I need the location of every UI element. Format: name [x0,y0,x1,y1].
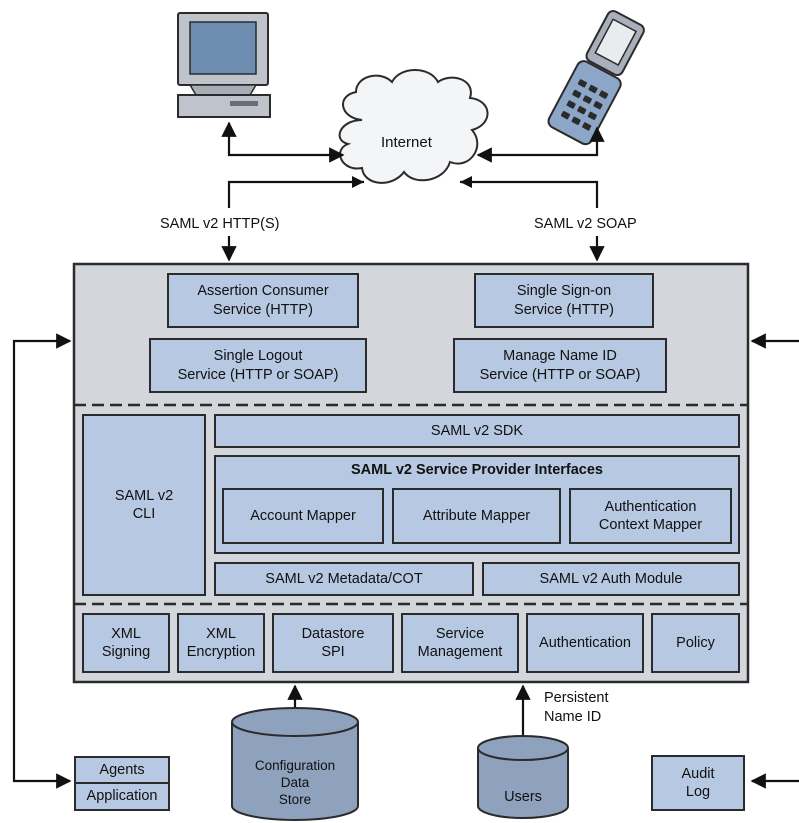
single-logout-service: Single Logout Service (HTTP or SOAP) [149,338,367,393]
service-management-box: Service Management [401,613,519,673]
audit-log-box: Audit Log [651,755,745,811]
account-mapper-box: Account Mapper [222,488,384,544]
policy-box: Policy [651,613,740,673]
users-label: Users [504,789,542,805]
cloud-entry-arrow-left [352,176,364,188]
http-link-arrow [227,180,364,208]
cloud-icon [338,69,489,184]
spi-title: SAML v2 Service Provider Interfaces [351,462,603,478]
soap-protocol-label: SAML v2 SOAP [534,216,637,232]
internet-label: Internet [381,134,432,151]
agents-link-arrow [12,333,72,789]
agents-box: Agents [74,756,170,784]
authentication-box: Authentication [526,613,644,673]
assertion-consumer-service: Assertion Consumer Service (HTTP) [167,273,359,328]
config-database-icon [231,707,359,821]
attribute-mapper-box: Attribute Mapper [392,488,561,544]
auth-module-box: SAML v2 Auth Module [482,562,740,596]
xml-signing-box: XML Signing [82,613,170,673]
application-box: Application [74,782,170,811]
soap-link-arrow [460,180,599,208]
manage-name-id-service: Manage Name ID Service (HTTP or SOAP) [453,338,667,393]
single-sign-on-service: Single Sign-on Service (HTTP) [474,273,654,328]
saml-sdk-box: SAML v2 SDK [214,414,740,448]
datastore-spi-box: Datastore SPI [272,613,394,673]
metadata-cot-box: SAML v2 Metadata/COT [214,562,474,596]
config-store-label: Configuration Data Store [254,758,336,807]
cloud-entry-arrow-right [460,176,472,188]
persistent-name-id-label: Persistent Name ID [544,690,609,725]
computer-icon [177,12,271,118]
cell-phone-icon [547,10,645,146]
users-database-icon [477,735,569,819]
http-protocol-label: SAML v2 HTTP(S) [160,216,280,232]
auth-context-mapper-box: Authentication Context Mapper [569,488,732,544]
computer-link-arrow [221,121,345,163]
saml-cli-box: SAML v2 CLI [82,414,206,596]
xml-encryption-box: XML Encryption [177,613,265,673]
phone-link-arrow [476,126,605,163]
